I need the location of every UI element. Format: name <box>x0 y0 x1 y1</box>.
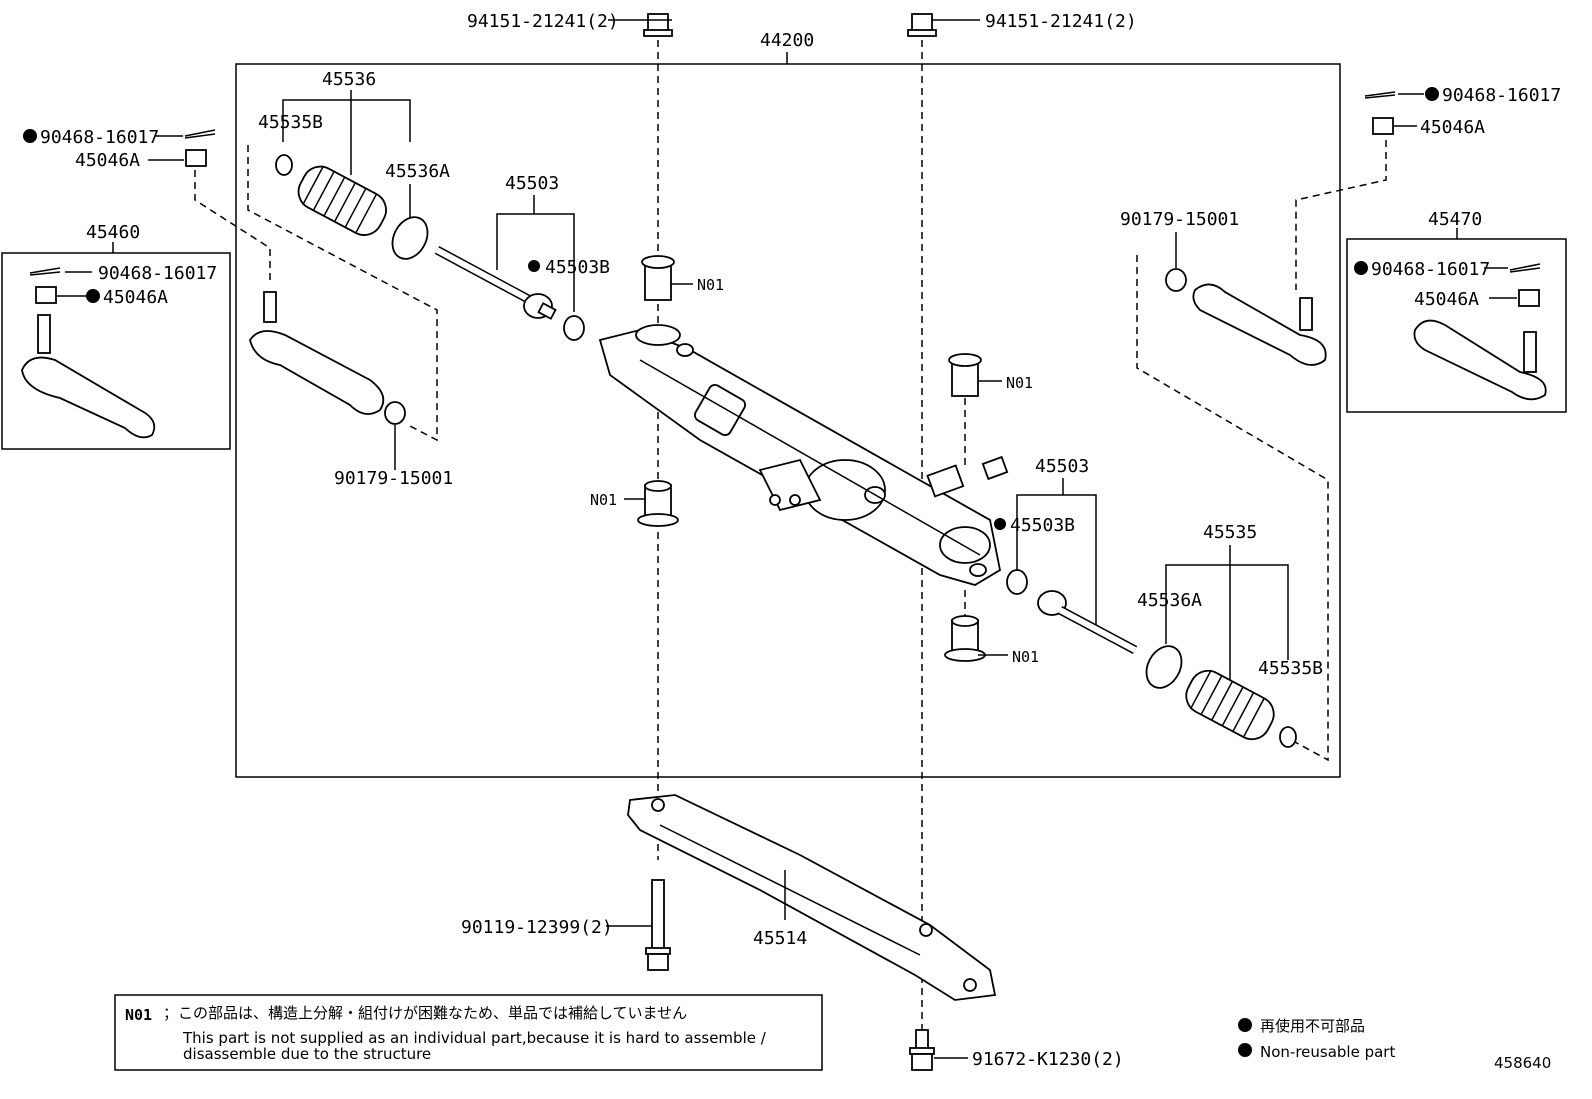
diagram-id: 458640 <box>1494 1054 1551 1072</box>
castle-nut-right-outer <box>1372 117 1394 135</box>
label-n01-a: N01 <box>697 276 724 294</box>
label-end-left: 45460 <box>86 222 140 243</box>
label-locknut-left: 90179-15001 <box>334 468 453 489</box>
note-code: N01 <box>125 1006 152 1024</box>
legend-dot-jp <box>1238 1018 1252 1032</box>
label-bracket: 45514 <box>753 928 807 949</box>
label-nut-right-outer: 45046A <box>1420 117 1485 138</box>
label-cotter-left-outer: 90468-16017 <box>40 127 159 148</box>
note-en-line2: disassemble due to the structure <box>183 1045 431 1063</box>
label-bolt-top-left: 94151-21241(2) <box>467 11 619 32</box>
label-band-left: 45536A <box>385 161 450 182</box>
legend-dot-en <box>1238 1043 1252 1057</box>
tie-rod-left <box>434 246 557 320</box>
band-left <box>391 216 429 260</box>
band-right <box>1145 645 1183 689</box>
label-nut-left-outer: 45046A <box>75 150 140 171</box>
label-boot-kit-left: 45536 <box>322 69 376 90</box>
label-bolt-top-right: 94151-21241(2) <box>985 11 1137 32</box>
cotter-pin-left-box <box>29 267 61 276</box>
cotter-pin-left-outer <box>184 129 216 139</box>
label-end-right: 45470 <box>1428 209 1482 230</box>
bolt-bottom-left <box>645 879 671 971</box>
label-clamp-right: 45535B <box>1258 658 1323 679</box>
boot-right <box>1185 669 1275 741</box>
bushing-upper-right <box>948 353 982 397</box>
label-washer-right: 45503B <box>1010 515 1075 536</box>
label-clamp-left: 45535B <box>258 112 323 133</box>
steering-rack-housing <box>598 324 1009 586</box>
note-jp: ；この部品は、構造上分解・組付けが困難なため、単品では補給していません <box>163 1004 687 1022</box>
castle-nut-left-box <box>35 286 57 304</box>
label-n01-d: N01 <box>1012 648 1039 666</box>
bushing-upper-left <box>641 255 675 301</box>
cotter-pin-right-outer <box>1364 91 1396 99</box>
label-n01-c: N01 <box>1006 374 1033 392</box>
label-tie-rod-left: 45503 <box>505 173 559 194</box>
bolt-top-right <box>907 13 937 37</box>
label-boot-kit-right: 45535 <box>1203 522 1257 543</box>
tie-rod-end-left <box>249 291 385 415</box>
label-assembly: 44200 <box>760 30 814 51</box>
castle-nut-right-box <box>1518 289 1540 307</box>
note-box <box>114 994 823 1071</box>
tie-rod-end-right <box>1192 283 1327 366</box>
label-bolt-bottom-left: 90119-12399(2) <box>461 917 613 938</box>
tie-rod-end-right-box <box>1413 319 1547 401</box>
locknut-right <box>1165 268 1187 292</box>
legend-jp: 再使用不可部品 <box>1260 1017 1365 1035</box>
legend-en: Non-reusable part <box>1260 1043 1395 1061</box>
bushing-lower-right <box>944 615 986 662</box>
label-locknut-right: 90179-15001 <box>1120 209 1239 230</box>
label-washer-left: 45503B <box>545 257 610 278</box>
label-nut-left-box: 45046A <box>103 287 168 308</box>
bushing-lower-left <box>637 480 679 527</box>
clamp-left <box>275 154 293 176</box>
label-bolt-bottom-right: 91672-K1230(2) <box>972 1049 1124 1070</box>
label-nut-right-box: 45046A <box>1414 289 1479 310</box>
washer-right <box>1006 569 1028 595</box>
cotter-pin-right-box <box>1509 263 1541 273</box>
label-cotter-right-box: 90468-16017 <box>1371 259 1490 280</box>
left-end-box <box>1 252 231 450</box>
tie-rod-right <box>1037 590 1138 654</box>
castle-nut-left-outer <box>185 149 207 167</box>
tie-rod-end-left-box <box>21 314 156 439</box>
boot-left <box>297 165 387 236</box>
bolt-bottom-right <box>909 1029 935 1071</box>
note-en-line1: This part is not supplied as an individu… <box>182 1029 767 1047</box>
label-tie-rod-right: 45503 <box>1035 456 1089 477</box>
assembly-frame <box>235 63 1341 778</box>
label-n01-b: N01 <box>590 491 617 509</box>
washer-left <box>563 315 585 341</box>
label-cotter-left-box: 90468-16017 <box>98 263 217 284</box>
clamp-right <box>1279 726 1297 748</box>
bracket <box>627 794 997 1001</box>
locknut-left <box>384 401 406 425</box>
bolt-top-left <box>643 13 673 37</box>
label-band-right: 45536A <box>1137 590 1202 611</box>
label-cotter-right-outer: 90468-16017 <box>1442 85 1561 106</box>
